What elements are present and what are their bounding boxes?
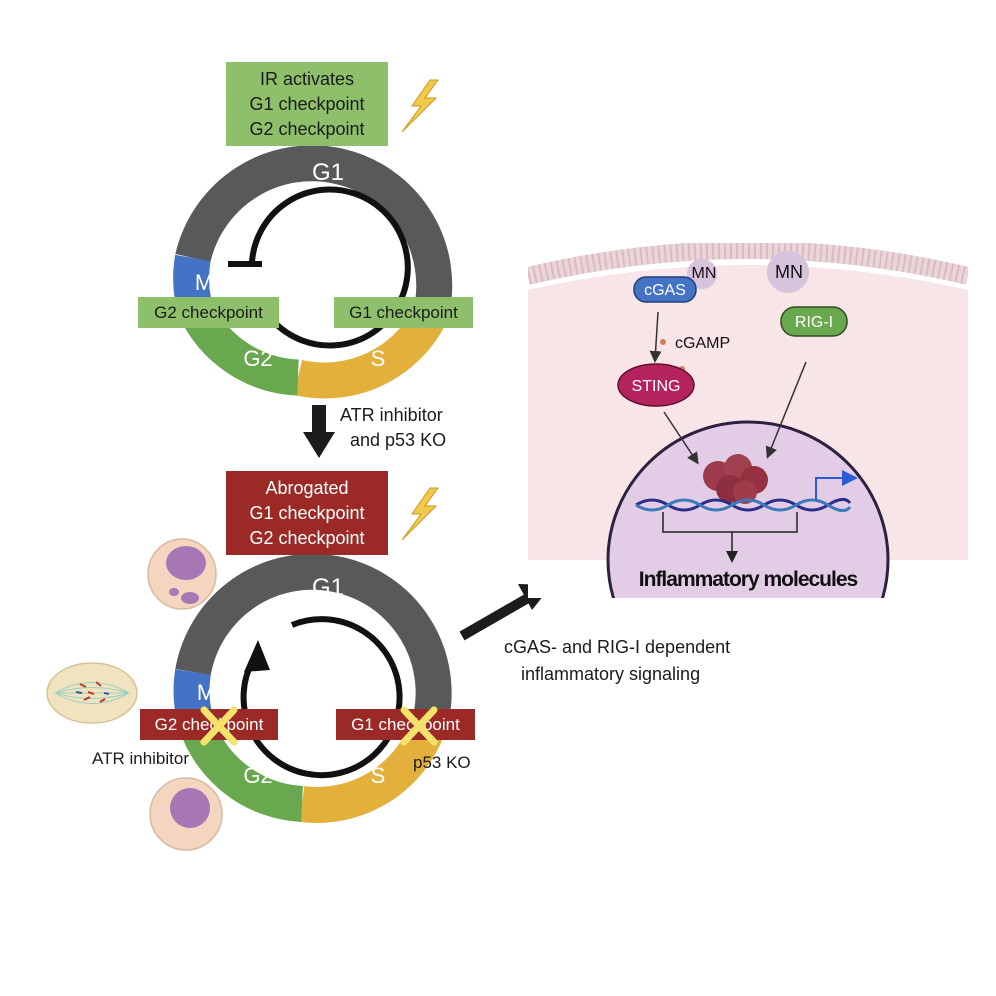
sting-label: STING <box>632 378 681 395</box>
cell-panel: cGAS MN MN RIG-I cGAMP STING Inflammator… <box>528 243 968 598</box>
micronucleus-2 <box>767 251 809 293</box>
lightning-icon-bottom <box>401 487 439 541</box>
g2-checkpoint-label-top: G2 checkpoint <box>154 303 263 322</box>
phase-g2-label: G2 <box>243 763 272 788</box>
signaling-label-line-1: cGAS- and RIG-I dependent <box>504 637 731 657</box>
g1-checkpoint-box-bottom: G1 checkpoint <box>336 709 475 740</box>
cgamp-label: cGAMP <box>675 335 730 352</box>
output-bracket <box>662 512 798 533</box>
lightning-icon-top <box>401 79 439 133</box>
g1-checkpoint-label-bottom: G1 checkpoint <box>351 715 460 734</box>
ir-activates-line-2: G1 checkpoint <box>249 93 365 114</box>
ir-activates-box: IR activates G1 checkpoint G2 checkpoint <box>226 62 388 146</box>
abrogated-line-3: G2 checkpoint <box>249 527 365 548</box>
cgas-pill <box>633 276 697 303</box>
inhibition-arc <box>249 186 411 349</box>
cell-cycle-top: G1 M G2 S <box>173 145 453 399</box>
phase-g1-arc <box>175 553 452 718</box>
cell-illustration-top <box>147 538 217 610</box>
phase-m-label: M <box>197 680 215 705</box>
phase-g1-label: G1 <box>312 574 344 601</box>
cgamp-dot <box>660 339 666 345</box>
phase-s-label: S <box>371 763 386 788</box>
arrow-label-line-1: ATR inhibitor <box>340 405 443 425</box>
sting-ellipse <box>617 363 695 407</box>
mn-label-2: MN <box>775 262 803 282</box>
abrogated-line-2: G1 checkpoint <box>249 502 365 523</box>
ir-activates-line-3: G2 checkpoint <box>249 118 365 139</box>
signaling-label-line-2: inflammatory signaling <box>521 664 701 684</box>
ir-activates-line-1: IR activates <box>259 68 355 89</box>
transcription-arrow <box>815 470 858 500</box>
g1-checkpoint-label-top: G1 checkpoint <box>349 303 458 322</box>
mn-label-1: MN <box>692 265 717 282</box>
arrow-label-line-2: and p53 KO <box>350 430 447 450</box>
abrogated-box: Abrogated G1 checkpoint G2 checkpoint <box>226 471 388 555</box>
rigi-label: RIG-I <box>795 314 833 331</box>
mitotic-cell-illustration <box>46 662 138 724</box>
g2-checkpoint-box-bottom: G2 checkpoint <box>140 709 278 740</box>
cycling-arc <box>240 616 403 779</box>
phase-s-arc <box>293 304 448 399</box>
cgas-label: cGAS <box>644 282 686 299</box>
cell-cycle-bottom: G1 M G2 S <box>173 553 452 823</box>
cycling-arrowhead <box>244 640 270 672</box>
atr-inhibitor-label: ATR inhibitor <box>92 749 189 768</box>
rigi-pill <box>780 306 848 337</box>
g2-checkpoint-label-bottom: G2 checkpoint <box>154 715 264 734</box>
dna-helix <box>635 498 852 512</box>
phase-m-label: M <box>195 270 213 295</box>
g2-checkpoint-box-top: G2 checkpoint <box>138 297 279 328</box>
phase-s-label: S <box>371 346 386 371</box>
phase-g1-label: G1 <box>312 159 344 186</box>
transcription-complex <box>703 454 768 504</box>
phase-g2-label: G2 <box>243 346 272 371</box>
g1-checkpoint-box-top: G1 checkpoint <box>334 297 473 328</box>
abrogated-line-1: Abrogated <box>265 477 349 498</box>
cell-illustration-bottom <box>149 777 223 851</box>
p53-ko-label: p53 KO <box>413 753 471 772</box>
down-arrow <box>303 405 335 458</box>
phase-g1-arc <box>175 145 453 318</box>
micronucleus-1 <box>687 259 717 289</box>
output-label: Inflammatory molecules <box>639 568 858 591</box>
